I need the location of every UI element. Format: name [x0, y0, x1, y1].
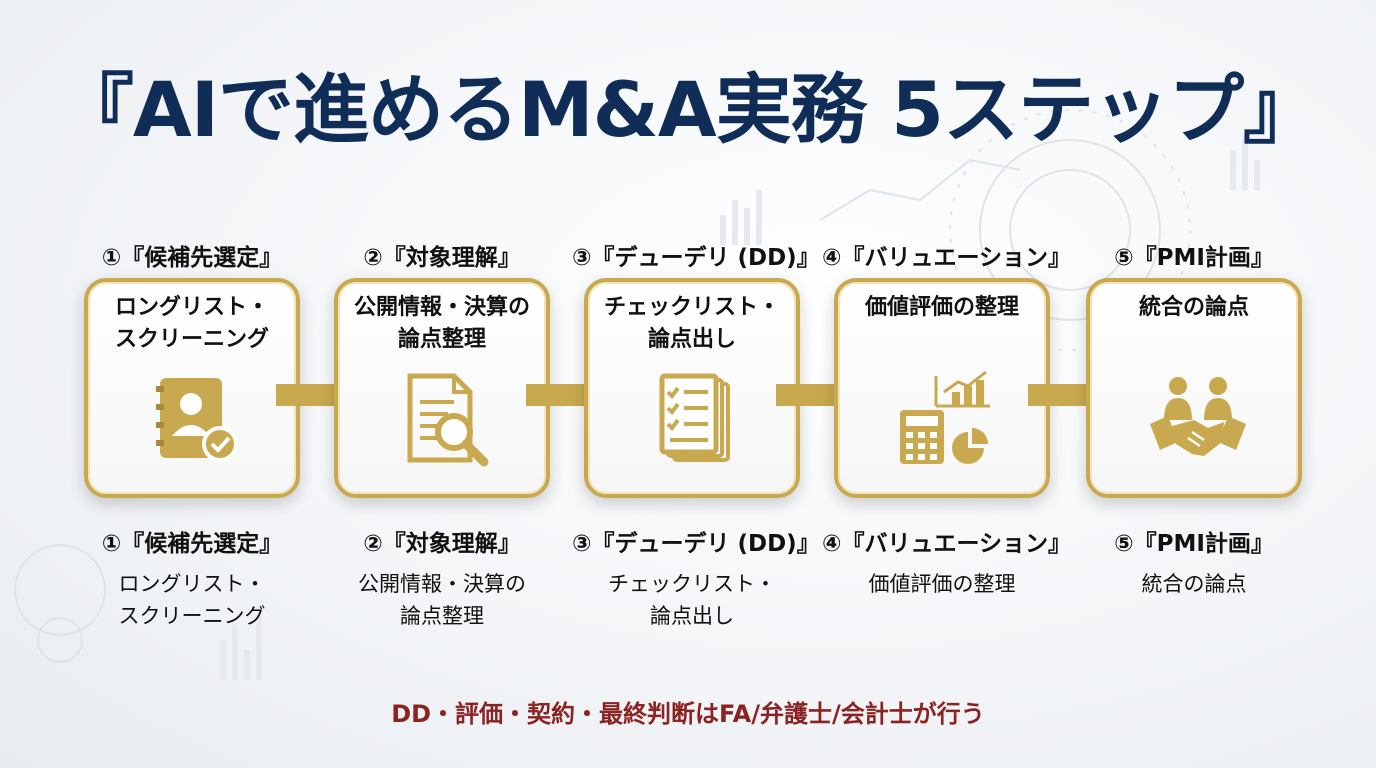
step-3-card: チェックリスト・ 論点出し	[584, 278, 800, 498]
step-4-desc-line-1: 価値評価の整理	[868, 572, 1016, 596]
step-5-desc-line-1: 統合の論点	[1141, 572, 1247, 596]
calculator-chart-icon	[900, 370, 990, 464]
step-3-desc: チェックリスト・ 論点出し	[572, 568, 812, 632]
step-1-card: ロングリスト・ スクリーニング	[84, 278, 300, 498]
step-4-card-text: 価値評価の整理	[838, 292, 1046, 324]
step-3-label-bottom: ③『デューデリ (DD)』	[572, 531, 820, 557]
step-2-label: ②『対象理解』	[363, 245, 521, 271]
checklist-documents-icon	[659, 373, 730, 462]
step-2-label-bottom: ②『対象理解』	[363, 531, 521, 557]
step-3-card-line-2: 論点出し	[647, 327, 736, 352]
step-1-label: ①『候補先選定』	[101, 245, 283, 271]
handshake-people-icon	[1150, 377, 1246, 456]
step-1-card-text: ロングリスト・ スクリーニング	[88, 292, 296, 356]
step-5-card-line-1: 統合の論点	[1138, 295, 1249, 320]
step-3-label: ③『デューデリ (DD)』	[572, 245, 820, 271]
step-1-desc-line-1: ロングリスト・	[118, 572, 266, 596]
step-4-card-line-1: 価値評価の整理	[864, 295, 1019, 320]
contact-book-check-icon	[156, 378, 238, 462]
step-3-card-line-1: チェックリスト・	[603, 295, 780, 320]
document-magnifier-icon	[407, 373, 489, 467]
step-5-desc: 統合の論点	[1074, 568, 1314, 600]
step-2-card-line-2: 論点整理	[397, 327, 486, 352]
step-2-card: 公開情報・決算の 論点整理	[334, 278, 550, 498]
step-5-label: ⑤『PMI計画』	[1114, 245, 1274, 271]
step-1-card-line-2: スクリーニング	[114, 327, 269, 352]
step-5-label-bottom: ⑤『PMI計画』	[1114, 531, 1274, 557]
step-5-card-text: 統合の論点	[1090, 292, 1298, 324]
step-2-card-line-1: 公開情報・決算の	[353, 295, 530, 320]
step-2-card-text: 公開情報・決算の 論点整理	[338, 292, 546, 356]
step-5-card: 統合の論点	[1086, 278, 1302, 498]
step-4-card: 価値評価の整理	[834, 278, 1050, 498]
page-title: 『AIで進めるM&A実務 5ステップ』	[57, 65, 1319, 154]
step-1-card-line-1: ロングリスト・	[114, 295, 269, 320]
step-3-card-text: チェックリスト・ 論点出し	[588, 292, 796, 356]
step-2-desc: 公開情報・決算の 論点整理	[322, 568, 562, 632]
step-4-label-bottom: ④『バリュエーション』	[822, 531, 1072, 557]
step-2-desc-line-2: 論点整理	[400, 604, 484, 628]
step-2-desc-line-1: 公開情報・決算の	[358, 572, 526, 596]
step-4-label: ④『バリュエーション』	[822, 245, 1072, 271]
step-3-desc-line-2: 論点出し	[650, 604, 734, 628]
step-1-label-bottom: ①『候補先選定』	[101, 531, 283, 557]
step-3-desc-line-1: チェックリスト・	[608, 572, 776, 596]
disclaimer-note: DD・評価・契約・最終判断はFA/弁護士/会計士が行う	[391, 700, 985, 728]
step-4-desc: 価値評価の整理	[822, 568, 1062, 600]
step-1-desc-line-2: スクリーニング	[118, 604, 266, 628]
step-1-desc: ロングリスト・ スクリーニング	[72, 568, 312, 632]
